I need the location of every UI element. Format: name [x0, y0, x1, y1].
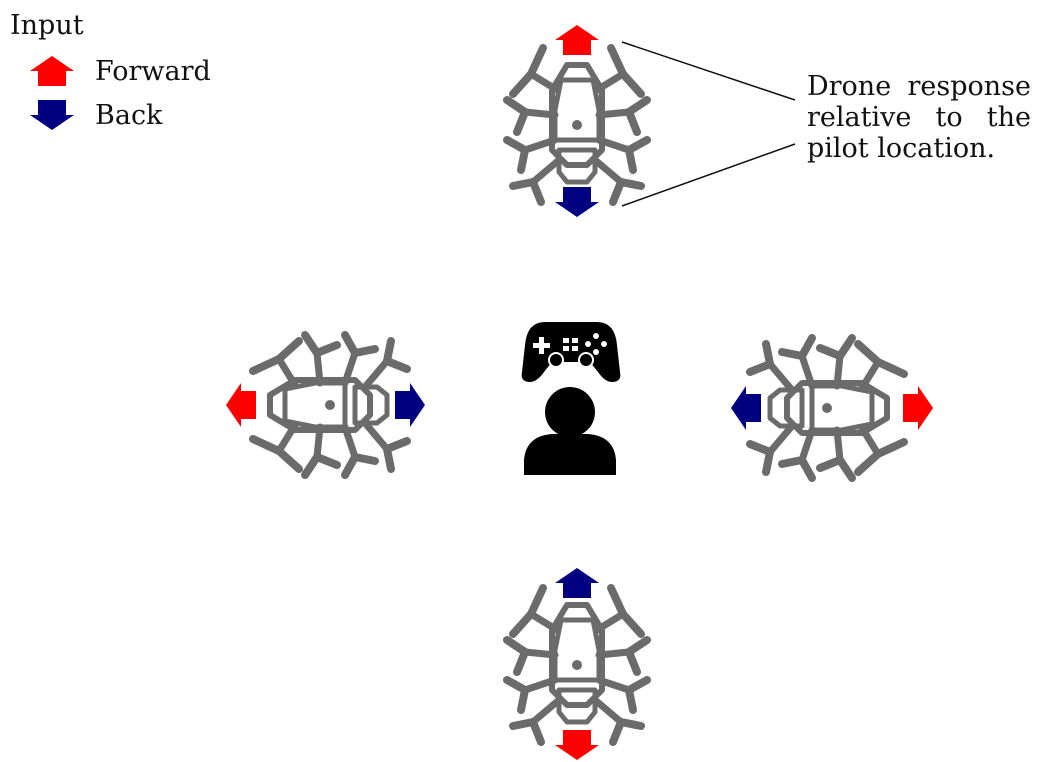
annotation-line-2: relative to the — [807, 102, 1031, 133]
drone-icon — [507, 48, 647, 202]
drone-bottom — [507, 568, 647, 760]
back-arrow-icon — [555, 187, 599, 217]
annotation-leader-line-bottom — [621, 143, 796, 207]
legend-forward-label: Forward — [95, 56, 211, 87]
back-arrow-icon — [555, 568, 599, 598]
annotation-line-3: pilot location. — [807, 133, 996, 164]
back-arrow-icon — [731, 386, 761, 430]
drone-top — [507, 25, 647, 217]
drone-icon — [750, 338, 904, 478]
drone-icon — [507, 588, 647, 742]
forward-arrow-icon — [555, 730, 599, 760]
back-arrow-icon — [395, 383, 425, 427]
legend-back-arrow-icon — [30, 100, 74, 130]
annotation-leader-line-top — [621, 41, 796, 101]
legend-back-label: Back — [95, 100, 163, 131]
annotation-line-1: Drone response — [807, 71, 1031, 102]
legend-forward-arrow-icon — [30, 56, 74, 86]
drone-left — [226, 335, 425, 475]
forward-arrow-icon — [226, 383, 256, 427]
forward-arrow-icon — [555, 25, 599, 55]
drone-icon — [253, 335, 407, 475]
pilot-person-icon — [524, 387, 616, 475]
game-controller-icon — [521, 322, 621, 382]
legend-title: Input — [10, 10, 84, 41]
annotation-text: Drone response relative to the pilot loc… — [807, 71, 1031, 164]
drone-right — [731, 338, 933, 478]
forward-arrow-icon — [903, 386, 933, 430]
